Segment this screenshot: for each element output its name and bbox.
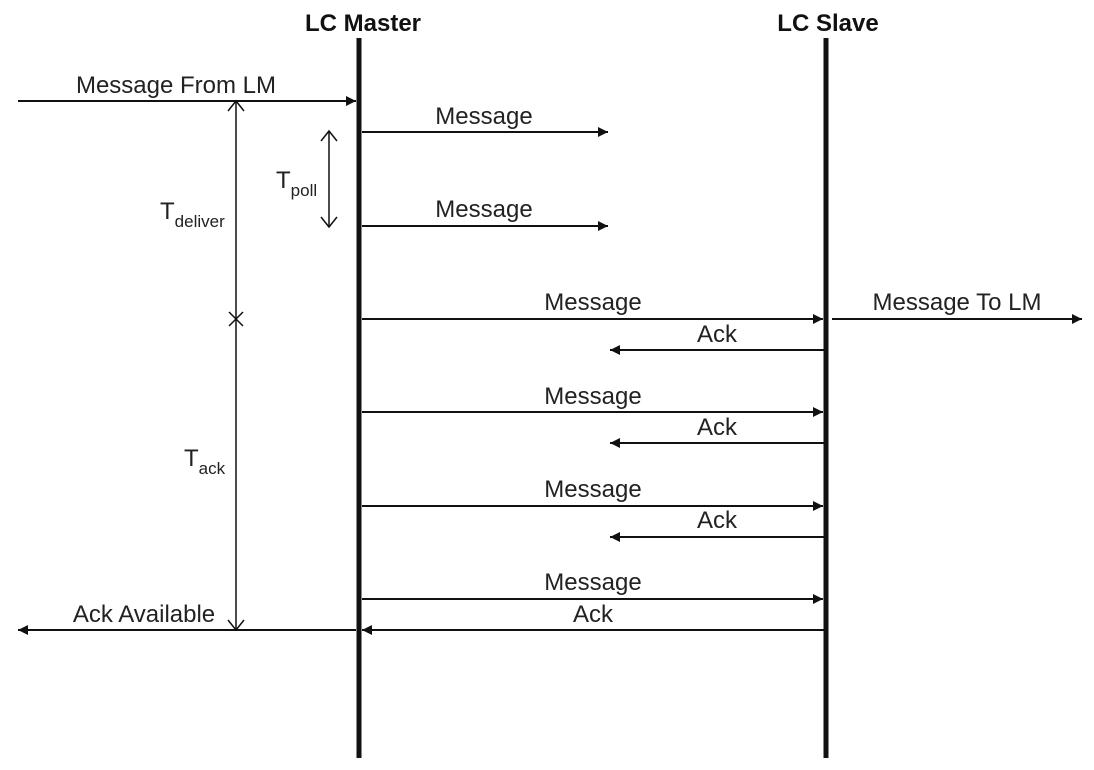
t-poll-label: Tpoll (276, 167, 317, 200)
message-6-label: Message (544, 569, 641, 596)
message-1-label: Message (435, 103, 532, 130)
t-deliver-label: Tdeliver (160, 198, 225, 231)
t-poll-bottom-tick (320, 216, 338, 229)
t-split-cross-b (228, 311, 244, 327)
to-lm-label: Message To LM (873, 289, 1042, 316)
ack-3-label: Ack (697, 321, 738, 348)
t-deliver-top-tick (227, 99, 245, 112)
ack-6-label: Ack (573, 601, 614, 628)
message-4-label: Message (544, 383, 641, 410)
ack-4-label: Ack (697, 414, 738, 441)
from-lm-label: Message From LM (76, 72, 276, 99)
slave-header: LC Slave (777, 10, 878, 37)
t-poll-top-tick (320, 129, 338, 142)
message-3-label: Message (544, 289, 641, 316)
master-header: LC Master (305, 10, 421, 37)
ack-5-label: Ack (697, 507, 738, 534)
message-5-label: Message (544, 476, 641, 503)
ack-available-label: Ack Available (73, 601, 215, 628)
message-2-label: Message (435, 196, 532, 223)
t-ack-label: Tack (184, 445, 226, 478)
